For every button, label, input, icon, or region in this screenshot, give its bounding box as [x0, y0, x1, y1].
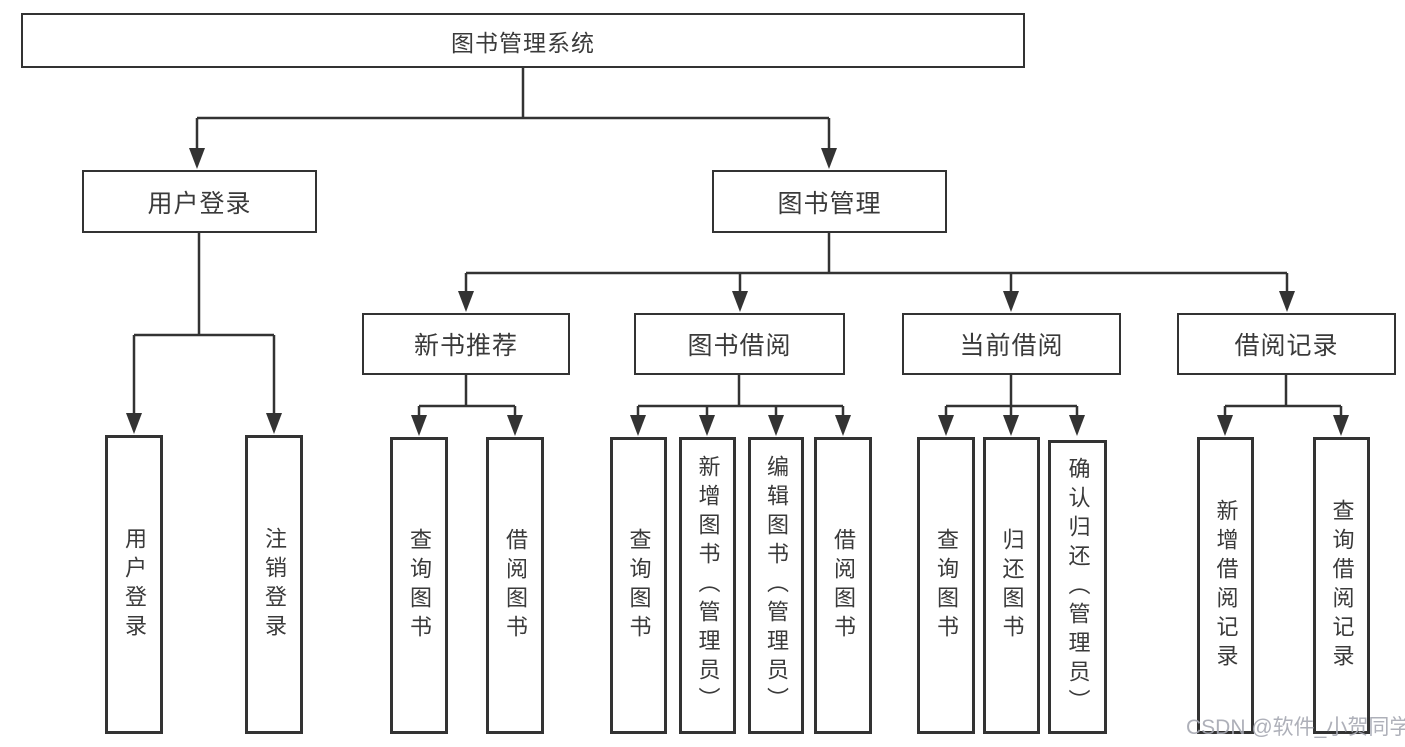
- node-current-borrow: 当前借阅: [902, 313, 1121, 375]
- leaf-add-books-admin-label: 新增图书（管理员）: [695, 455, 721, 716]
- arrow-down-icon: [732, 291, 748, 312]
- node-book-borrow-label: 图书借阅: [687, 332, 792, 360]
- leaf-logout-label: 注销登录: [262, 526, 287, 643]
- leaf-query-borrow-record: 查询借阅记录: [1313, 437, 1370, 734]
- leaf-recommend-query-books-label: 查询图书: [407, 527, 432, 644]
- leaf-user-login: 用户登录: [105, 435, 163, 734]
- arrow-down-icon: [458, 291, 474, 312]
- leaf-add-borrow-record: 新增借阅记录: [1197, 437, 1254, 734]
- leaf-confirm-return-admin: 确认归还（管理员）: [1048, 440, 1107, 734]
- arrow-down-icon: [1217, 415, 1233, 436]
- leaf-user-login-label: 用户登录: [122, 526, 147, 643]
- leaf-borrow-books-label: 借阅图书: [831, 527, 856, 644]
- leaf-confirm-return-admin-label: 确认归还（管理员）: [1065, 456, 1091, 718]
- leaf-borrow-books: 借阅图书: [814, 437, 872, 734]
- node-borrow-records-label: 借阅记录: [1234, 332, 1339, 360]
- arrow-down-icon: [699, 415, 715, 436]
- leaf-add-books-admin: 新增图书（管理员）: [679, 437, 736, 734]
- arrow-down-icon: [1003, 291, 1019, 312]
- arrow-down-icon: [768, 415, 784, 436]
- node-user-login-label: 用户登录: [147, 189, 252, 218]
- connector-lines: [132, 68, 1343, 417]
- csdn-watermark: CSDN @软件_小贺同学: [1186, 716, 1405, 739]
- leaf-recommend-query-books: 查询图书: [390, 437, 448, 734]
- leaf-current-query-books-label: 查询图书: [934, 527, 959, 644]
- leaf-query-borrow-record-label: 查询借阅记录: [1329, 498, 1355, 673]
- node-new-book-recommend-label: 新书推荐: [413, 332, 518, 360]
- arrow-down-icon: [507, 415, 523, 436]
- node-book-management-label: 图书管理: [777, 189, 882, 218]
- arrow-down-icon: [938, 415, 954, 436]
- node-book-borrow: 图书借阅: [634, 313, 845, 375]
- arrow-down-icon: [821, 148, 837, 169]
- arrow-down-icon: [1003, 415, 1019, 436]
- arrow-down-icon: [1333, 415, 1349, 436]
- leaf-borrow-query-books: 查询图书: [610, 437, 667, 734]
- arrow-down-icon: [1279, 291, 1295, 312]
- node-root: 图书管理系统: [21, 13, 1025, 68]
- arrow-down-icon: [189, 148, 205, 169]
- leaf-return-books-label: 归还图书: [999, 527, 1025, 644]
- arrow-down-icon: [411, 415, 427, 436]
- leaf-return-books: 归还图书: [983, 437, 1040, 734]
- node-current-borrow-label: 当前借阅: [959, 332, 1064, 360]
- leaf-edit-books-admin: 编辑图书（管理员）: [748, 437, 804, 734]
- leaf-add-borrow-record-label: 新增借阅记录: [1213, 498, 1239, 673]
- node-root-label: 图书管理系统: [451, 29, 595, 56]
- leaf-recommend-borrow-books: 借阅图书: [486, 437, 544, 734]
- arrow-down-icon: [1069, 415, 1085, 436]
- leaf-recommend-borrow-books-label: 借阅图书: [503, 527, 528, 644]
- leaf-edit-books-admin-label: 编辑图书（管理员）: [764, 455, 789, 716]
- arrow-down-icon: [266, 413, 282, 434]
- arrowhead-icons: [126, 148, 1349, 436]
- arrow-down-icon: [126, 413, 142, 434]
- node-new-book-recommend: 新书推荐: [362, 313, 570, 375]
- node-user-login: 用户登录: [82, 170, 317, 233]
- leaf-logout: 注销登录: [245, 435, 303, 734]
- leaf-borrow-query-books-label: 查询图书: [626, 527, 652, 644]
- leaf-current-query-books: 查询图书: [917, 437, 975, 734]
- node-borrow-records: 借阅记录: [1177, 313, 1396, 375]
- arrow-down-icon: [835, 415, 851, 436]
- arrow-down-icon: [630, 415, 646, 436]
- node-book-management: 图书管理: [712, 170, 947, 233]
